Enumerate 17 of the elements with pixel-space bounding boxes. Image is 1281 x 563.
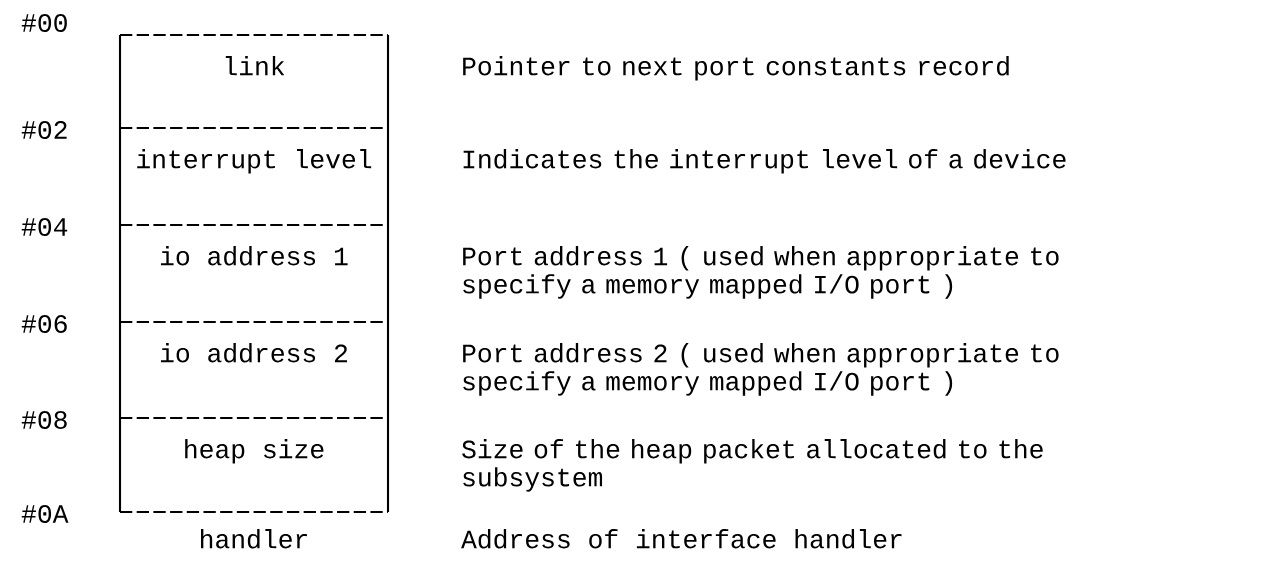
field-description: Port address 2 ( used when appropriate to specify a memory mapped I/O port ) — [463, 343, 1059, 396]
offset-label: #0A — [21, 505, 69, 523]
field-cell: heap size — [118, 416, 390, 514]
offset-label: #08 — [21, 411, 67, 429]
field-description: Port address 1 ( used when appropriate to specify a memory mapped I/O port ) — [463, 246, 1059, 299]
field-cell: io address 2 — [118, 320, 390, 418]
field-cell: link — [118, 33, 390, 128]
field-cell: io address 1 — [118, 223, 390, 322]
field-description: Pointer to next port constants record — [463, 56, 1009, 81]
field-description: Address of interface handler — [461, 529, 902, 549]
field-cell: interrupt level — [118, 126, 390, 225]
offset-label: #06 — [21, 315, 67, 333]
offset-label: #00 — [21, 14, 67, 32]
field-description: Indicates the interrupt level of a device — [463, 149, 1066, 174]
field-description: Size of the heap packet allocated to the subsystem — [462, 439, 1043, 492]
offset-label: #04 — [21, 218, 68, 236]
offset-label: #02 — [21, 121, 67, 139]
